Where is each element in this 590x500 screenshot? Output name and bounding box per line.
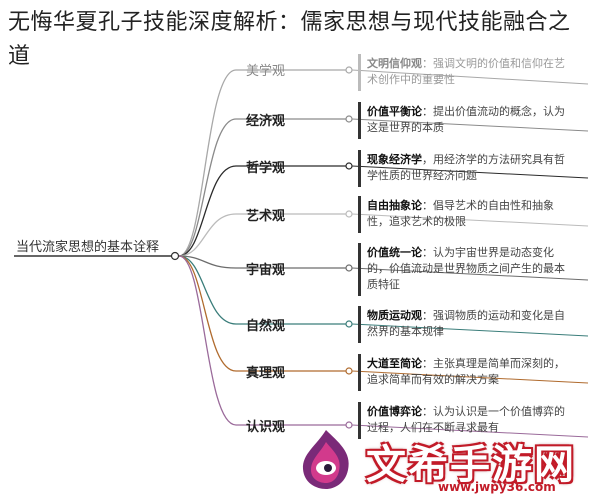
branch-underline <box>351 370 589 384</box>
branch-detail-truth: 大道至简论：主张真理是简单而深刻的，追求简单而有效的解决方案 <box>358 354 577 391</box>
branch-underline <box>351 213 589 227</box>
branch-detail-art: 自由抽象论：倡导艺术的自由性和抽象性，追求艺术的极限 <box>358 196 577 233</box>
branch-underline <box>351 165 589 179</box>
branch-node <box>345 162 353 170</box>
detail-text: ：主张真理是简单而深刻的，追求简单而有效的解决方案 <box>367 357 565 386</box>
branch-node <box>345 320 353 328</box>
branch-label-economics: 经济观 <box>246 114 286 129</box>
branch-label-cognition: 认识观 <box>246 420 286 435</box>
detail-term: 价值博弈论 <box>367 405 422 418</box>
detail-term: 现象经济学 <box>367 153 422 166</box>
branch-label-philosophy: 哲学观 <box>246 161 286 176</box>
branch-underline <box>351 118 589 132</box>
branch-detail-nature: 物质运动观：强调物质的运动和变化是自然界的基本规律 <box>358 306 577 343</box>
branch-detail-aesthetics: 文明信仰观：强调文明的价值和信仰在艺术创作中的重要性 <box>358 54 577 91</box>
branch-label-art: 艺术观 <box>246 209 286 224</box>
detail-term: 大道至简论 <box>367 357 422 370</box>
page-title: 无悔华夏孔子技能深度解析：儒家思想与现代技能融合之道 <box>8 10 571 69</box>
detail-term: 价值平衡论 <box>367 105 422 118</box>
flame-logo-icon <box>302 430 349 489</box>
root-node-label: 当代流家思想的基本诠释 <box>16 240 160 255</box>
detail-text: ：强调物质的运动和变化是自然界的基本规律 <box>367 309 565 338</box>
branch-underline <box>351 424 589 438</box>
branch-node <box>345 367 353 375</box>
branch-label-nature: 自然观 <box>246 319 286 334</box>
branch-detail-cognition: 价值博弈论：认为认识是一个价值博弈的过程，人们在不断寻求最有 <box>358 402 577 439</box>
branch-connector <box>178 255 346 372</box>
branch-detail-philosophy: 现象经济学，用经济学的方法研究具有哲学性质的世界经济问题 <box>358 150 577 187</box>
branch-node <box>345 210 353 218</box>
watermark: 文希手游网 www.jwpy36.com <box>288 422 588 500</box>
branch-label-cosmos: 宇宙观 <box>246 263 286 278</box>
branch-node <box>345 66 353 74</box>
root-node <box>170 251 180 261</box>
branch-connector <box>178 255 346 325</box>
branch-connector <box>178 255 346 269</box>
branch-underline <box>351 323 589 337</box>
watermark-text: 文希手游网 <box>366 442 576 488</box>
branch-connector <box>178 255 346 426</box>
branch-underline <box>351 69 589 85</box>
branch-label-truth: 真理观 <box>246 366 286 381</box>
watermark-url: www.jwpy36.com <box>438 480 556 494</box>
branch-detail-cosmos: 价值统一论：认为宇宙世界是动态变化的，价值流动是世界物质之间产生的最本质特征 <box>358 243 577 296</box>
branch-detail-economics: 价值平衡论：提出价值流动的概念，认为这是世界的本质 <box>358 102 577 139</box>
branch-underline <box>351 267 589 281</box>
branch-connector <box>178 165 346 257</box>
branch-curves <box>178 66 589 438</box>
detail-term: 物质运动观 <box>367 309 422 322</box>
detail-term: 价值统一论 <box>367 246 422 259</box>
detail-text: ：认为宇宙世界是动态变化的，价值流动是世界物质之间产生的最本质特征 <box>367 246 565 291</box>
branch-node <box>345 115 353 123</box>
detail-term: 文明信仰观 <box>367 57 422 70</box>
branch-connector <box>178 213 346 257</box>
branch-connector <box>178 69 346 257</box>
branch-connector <box>178 118 346 257</box>
branch-label-aesthetics: 美学观 <box>246 64 286 79</box>
detail-text: ：倡导艺术的自由性和抽象性，追求艺术的极限 <box>367 199 554 228</box>
detail-text: ：认为认识是一个价值博弈的过程，人们在不断寻求最有 <box>367 405 565 434</box>
detail-text: ：提出价值流动的概念，认为这是世界的本质 <box>367 105 565 134</box>
detail-text: ：强调文明的价值和信仰在艺术创作中的重要性 <box>367 57 565 86</box>
detail-term: 自由抽象论 <box>367 199 422 212</box>
detail-text: ，用经济学的方法研究具有哲学性质的世界经济问题 <box>367 153 565 182</box>
branch-node <box>345 264 353 272</box>
